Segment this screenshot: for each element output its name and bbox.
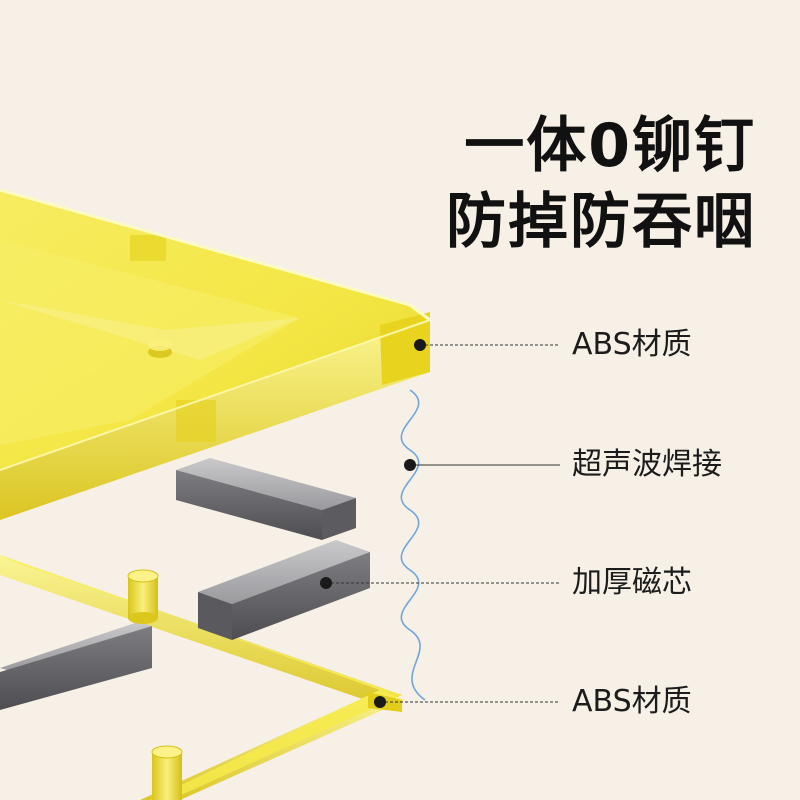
callout-dot-magnet [320,577,332,589]
callout-dot-abs-bottom [374,696,386,708]
callout-abs-material-bottom: ABS材质 [572,684,692,719]
callout-abs-material-top: ABS材质 [572,327,692,362]
callout-dot-ultrasonic [404,459,416,471]
callout-ultrasonic-welding: 超声波焊接 [572,447,722,482]
alignment-peg-left [127,569,159,624]
headline-line-2: 防掉防吞咽 [446,187,756,257]
callout-thick-magnet: 加厚磁芯 [572,565,692,600]
headline: 一体0铆钉 防掉防吞咽 [446,108,756,260]
top-frame [0,188,431,520]
bottom-frame [0,555,405,800]
thick-magnet-core [176,458,370,640]
ultrasonic-wave-line [400,389,426,701]
bottom-magnet-left [0,622,152,710]
alignment-peg-bottom [151,745,183,800]
callout-dot-abs-top [414,339,426,351]
headline-line-1: 一体0铆钉 [464,111,756,181]
leader-lines [326,344,560,703]
